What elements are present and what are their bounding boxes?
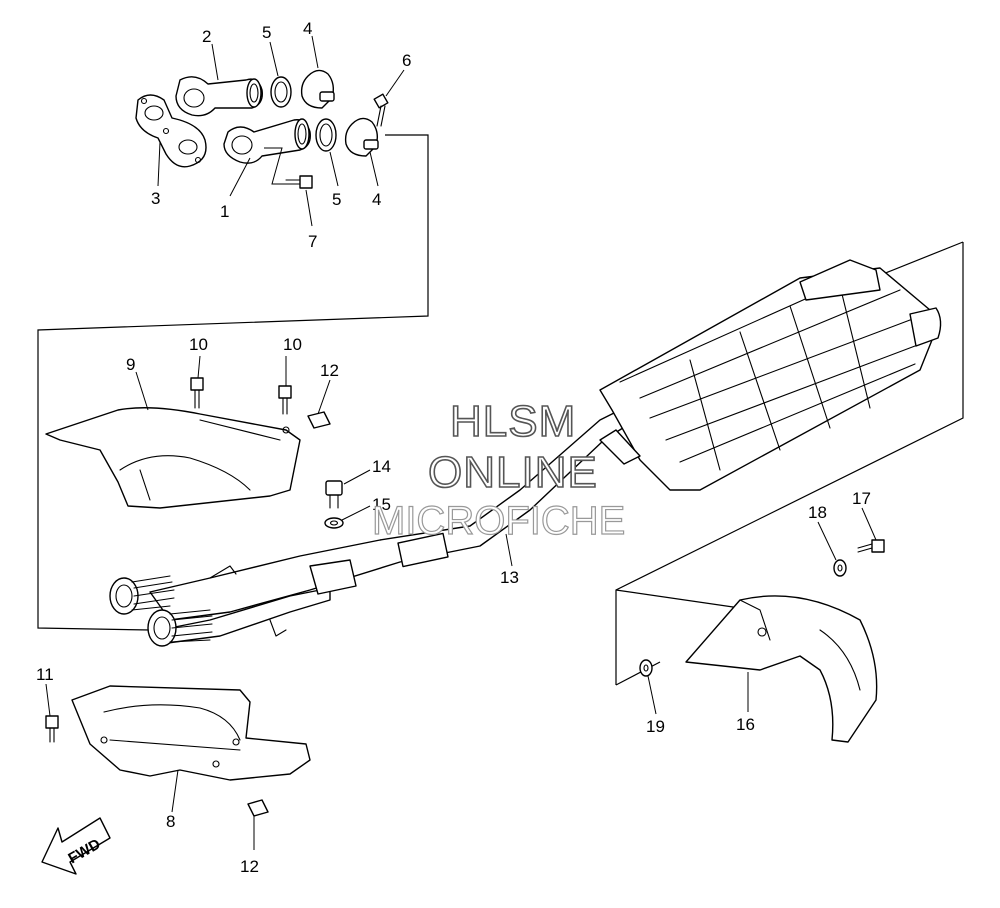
callout-8: 8 — [166, 812, 175, 831]
part-6-bolt — [373, 93, 389, 127]
callout-1: 1 — [220, 202, 229, 221]
callout-12-bottom: 12 — [240, 857, 259, 876]
assembly-frame — [37, 134, 964, 686]
callout-15: 15 — [372, 495, 391, 514]
callout-14: 14 — [372, 457, 391, 476]
callout-6: 6 — [402, 51, 411, 70]
callout-4-bottom: 4 — [372, 190, 381, 209]
callout-5-bottom: 5 — [332, 190, 341, 209]
callout-17: 17 — [852, 489, 871, 508]
callout-4-top: 4 — [303, 19, 312, 38]
part-10-bolt — [190, 377, 292, 415]
callout-13: 13 — [500, 568, 519, 587]
part-5-ring-gasket — [270, 76, 337, 152]
callout-3: 3 — [151, 189, 160, 208]
part-9-protector — [45, 407, 301, 509]
watermark-line-1: HLSM — [450, 397, 576, 446]
callout-numbers: 2 5 4 6 3 1 5 4 7 9 10 10 12 14 15 13 18… — [36, 19, 871, 876]
part-2-exhaust-pipe — [175, 76, 263, 117]
callout-5-top: 5 — [262, 23, 271, 42]
leader-lines — [45, 35, 877, 850]
muffler — [599, 259, 942, 491]
forward-direction-arrow: FWD — [41, 817, 111, 875]
part-1-exhaust-pipe — [223, 118, 311, 164]
callout-16: 16 — [736, 715, 755, 734]
part-7-bolt — [285, 175, 313, 189]
part-8-protector — [71, 685, 311, 781]
part-16-protector — [685, 595, 878, 743]
callout-10-left: 10 — [189, 335, 208, 354]
part-15-washer — [324, 517, 344, 529]
part-11-bolt — [45, 715, 59, 743]
callout-19: 19 — [646, 717, 665, 736]
part-14-bolt — [325, 480, 343, 509]
callout-12-top: 12 — [320, 361, 339, 380]
callout-18: 18 — [808, 503, 827, 522]
part-19-washer — [639, 659, 653, 677]
part-18-washer — [833, 559, 847, 577]
watermark: HLSM ONLINE MICROFICHE — [371, 396, 626, 543]
part-13-exhaust-pipe — [109, 409, 627, 647]
callout-9: 9 — [126, 355, 135, 374]
part-17-bolt — [857, 539, 885, 553]
watermark-line-3: MICROFICHE — [372, 499, 625, 543]
part-4-clamp — [300, 69, 379, 157]
callout-10-right: 10 — [283, 335, 302, 354]
callout-7: 7 — [308, 232, 317, 251]
part-3-gasket — [135, 94, 207, 168]
watermark-line-2: ONLINE — [428, 448, 598, 497]
callout-2: 2 — [202, 27, 211, 46]
callout-11: 11 — [36, 665, 54, 684]
